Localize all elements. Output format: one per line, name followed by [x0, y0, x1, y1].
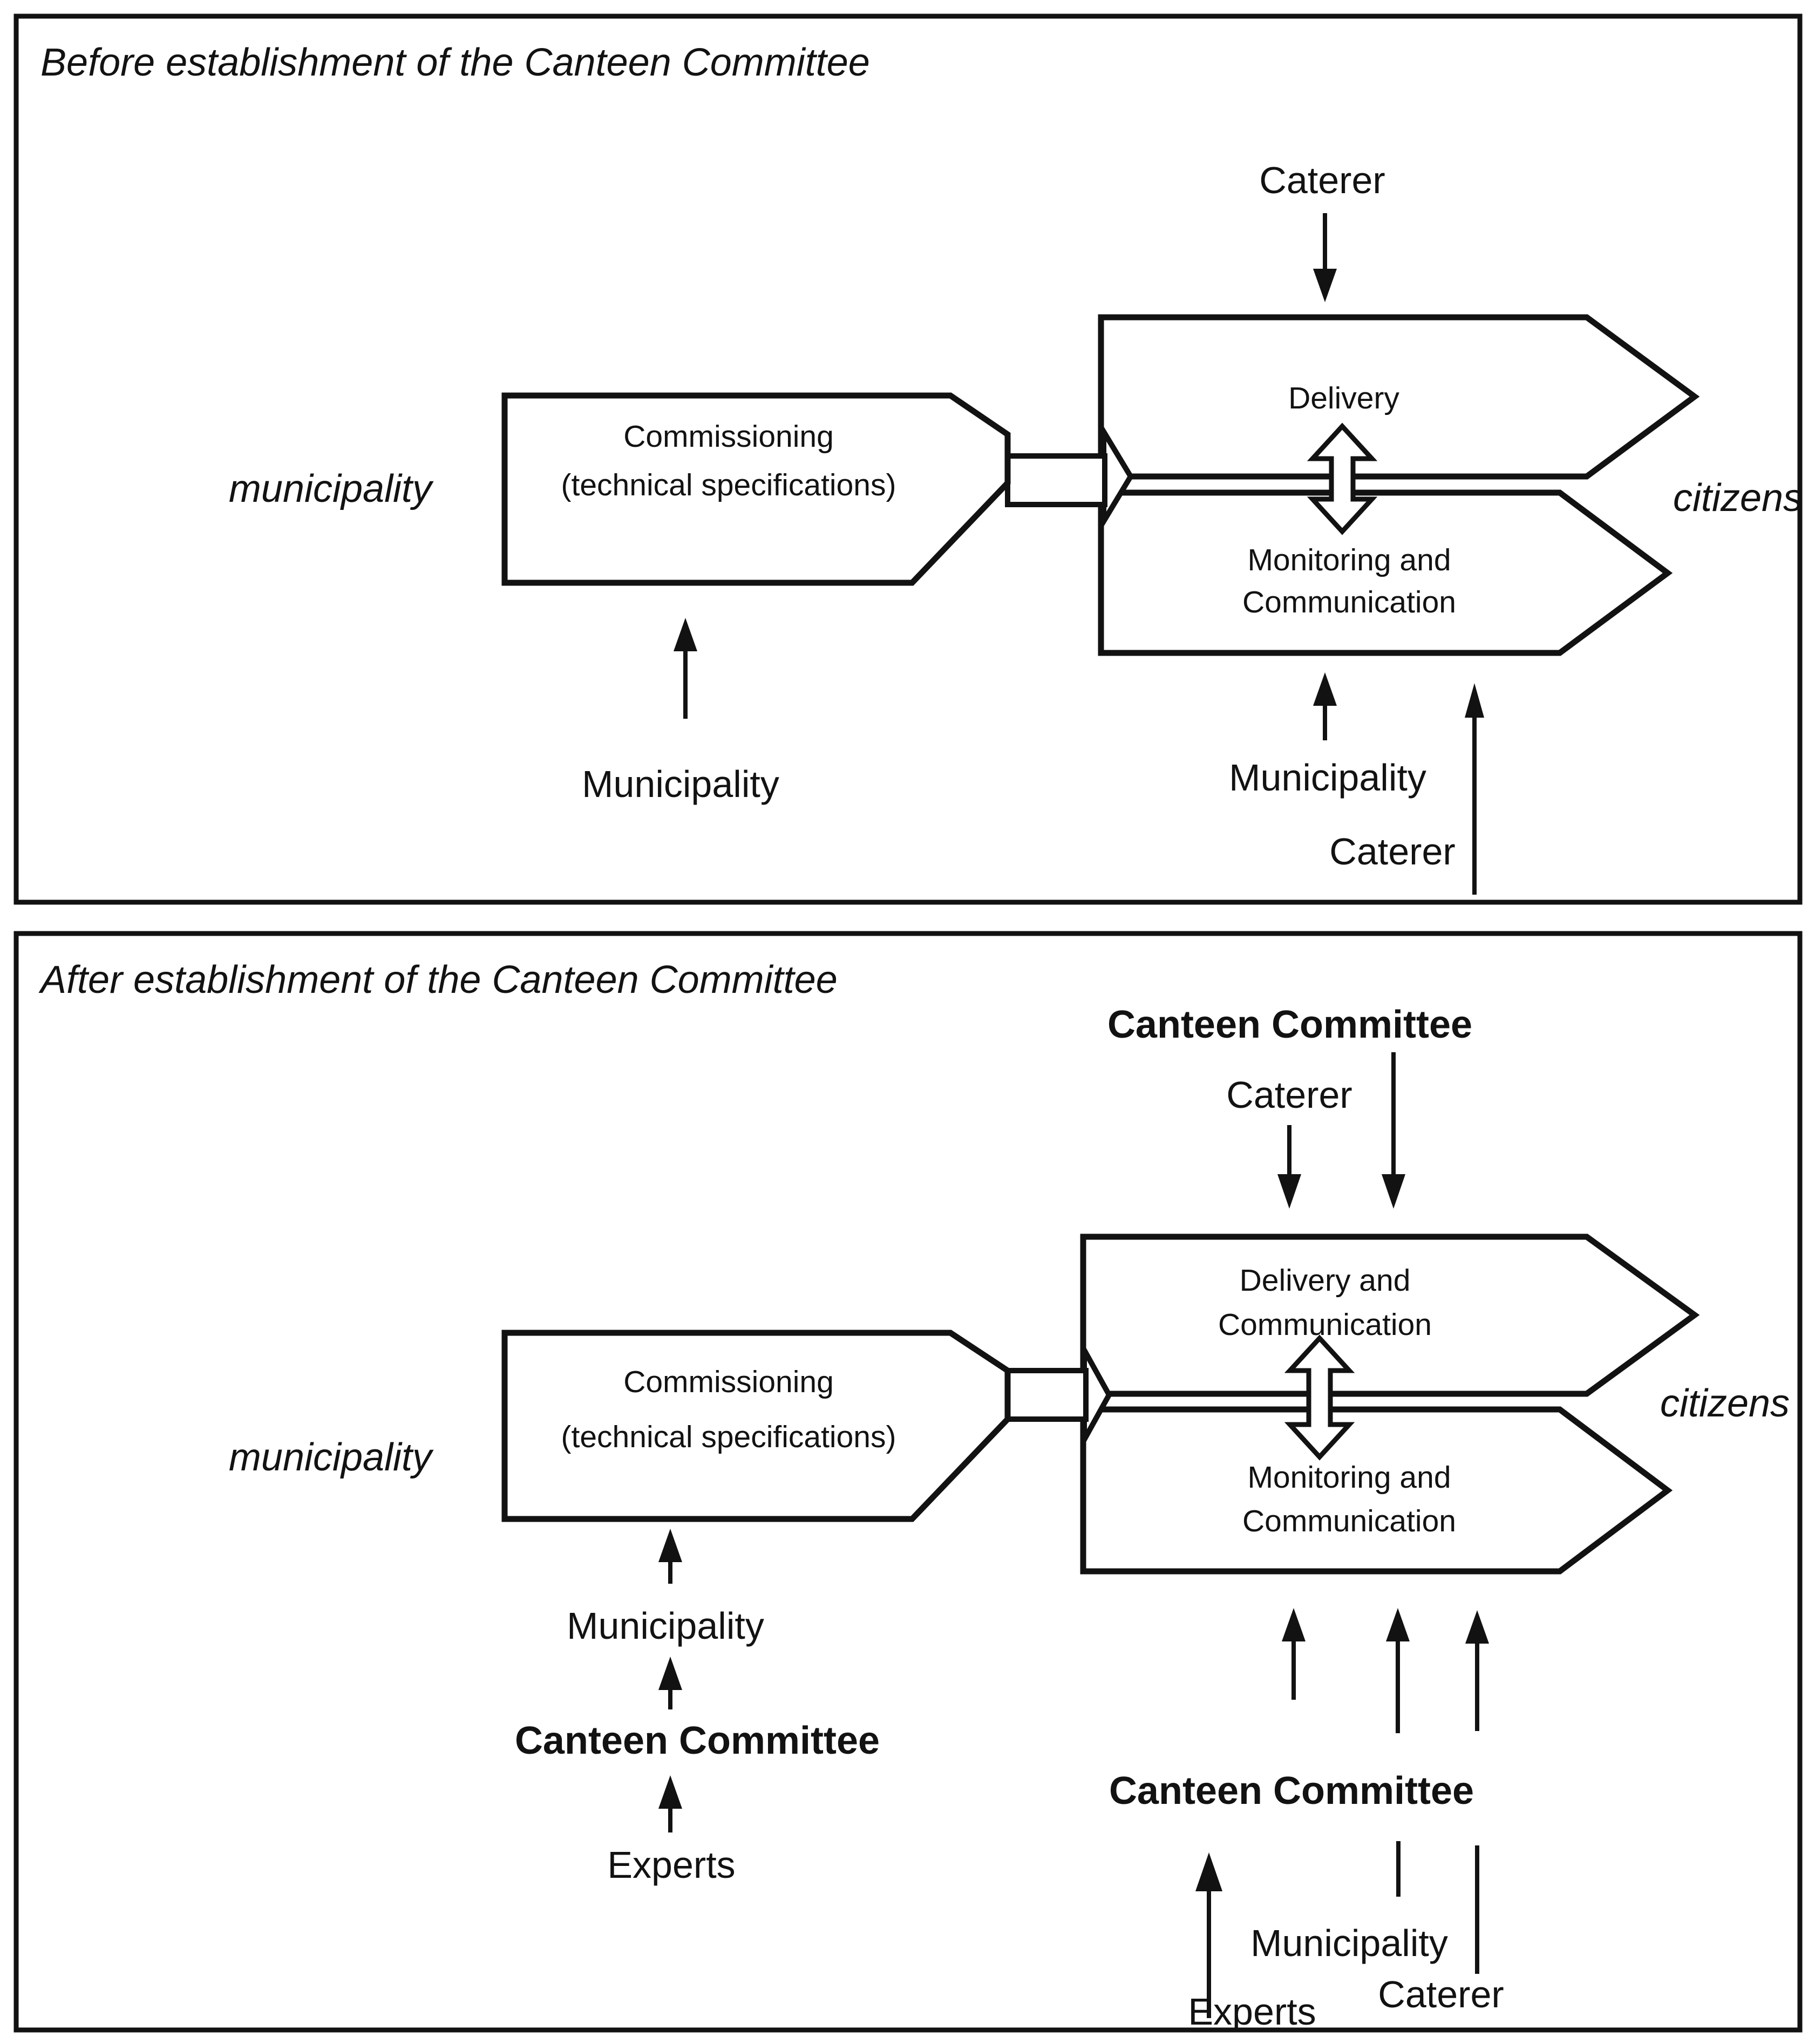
arrowhead-canteencommittee-to-monitoring-after [1282, 1608, 1306, 1641]
label-municipality-leftchain-after: Municipality [567, 1605, 764, 1647]
commissioning-text-line1-after: Commissioning [623, 1365, 834, 1399]
monitoring-chevron-after [1080, 1406, 1673, 1575]
label-municipality-under-commissioning-before: Municipality [582, 763, 779, 805]
label-canteencommittee-right-after: Canteen Committee [1109, 1769, 1474, 1813]
connector-shaft-after [1005, 1368, 1089, 1422]
actor-municipality-before: municipality [229, 467, 434, 510]
label-municipality-under-monitoring-before: Municipality [1229, 757, 1426, 799]
label-caterer-right-after: Caterer [1378, 1973, 1504, 2015]
label-caterer-top-before: Caterer [1259, 159, 1385, 201]
arrowhead-municipality-to-monitoring-after [1386, 1608, 1410, 1641]
arrowhead-caterer-to-delivery-after [1277, 1174, 1301, 1209]
arrowhead-municipality-to-monitoring-before [1313, 672, 1337, 706]
delivery-monitoring-doublearrow-icon-before [1307, 423, 1378, 535]
arrowhead-municipality-to-commissioning-after [658, 1529, 682, 1562]
label-caterer-under-monitoring-before: Caterer [1329, 830, 1455, 873]
delivery-text-before: Delivery [1288, 381, 1399, 415]
arrowhead-municipality-to-commissioning-before [674, 618, 697, 651]
panel-after-title: After establishment of the Canteen Commi… [38, 958, 838, 1001]
actor-municipality-after: municipality [229, 1436, 434, 1479]
label-caterer-top-after: Caterer [1226, 1074, 1352, 1116]
delivery-text-line1-after: Delivery and [1240, 1263, 1411, 1298]
panel-after: After establishment of the Canteen Commi… [13, 931, 1803, 2033]
commissioning-chevron-after [501, 1330, 1011, 1522]
monitoring-text-line2-before: Communication [1242, 585, 1456, 619]
panel-before-title: Before establishment of the Canteen Comm… [40, 41, 870, 84]
monitoring-chevron-before [1098, 489, 1673, 656]
connector-shaft-before [1005, 453, 1107, 507]
commissioning-text-line2-before: (technical specifications) [561, 468, 896, 502]
delivery-text-line2-after: Communication [1218, 1307, 1432, 1342]
commissioning-text-line2-after: (technical specifications) [561, 1420, 896, 1454]
panel-after-border [13, 931, 1803, 2033]
commissioning-chevron-before [501, 392, 1011, 586]
actor-citizens-before: citizens [1673, 476, 1803, 520]
panel-before: Before establishment of the Canteen Comm… [13, 13, 1803, 905]
arrowhead-caterer-to-monitoring-before [1465, 683, 1484, 718]
delivery-monitoring-doublearrow-icon-after [1284, 1334, 1355, 1461]
label-experts-leftchain-after: Experts [607, 1844, 735, 1886]
arrowhead-canteencommittee-to-delivery-after [1382, 1174, 1405, 1209]
panel-before-border [13, 13, 1803, 905]
monitoring-text-line1-after: Monitoring and [1247, 1460, 1451, 1495]
arrowhead-experts-to-canteencommittee-right-after [1195, 1852, 1222, 1891]
monitoring-text-line2-after: Communication [1242, 1504, 1456, 1538]
label-canteencommittee-leftchain-after: Canteen Committee [515, 1719, 880, 1762]
label-municipality-right-after: Municipality [1250, 1922, 1448, 1964]
arrowhead-caterer-to-delivery-before [1313, 269, 1337, 302]
arrowhead-canteencommittee-to-municipality-after [658, 1657, 682, 1690]
commissioning-text-line1-before: Commissioning [623, 419, 834, 454]
label-canteencommittee-top-after: Canteen Committee [1107, 1003, 1472, 1046]
label-experts-right-after: Experts [1188, 1991, 1316, 2033]
arrowhead-experts-to-canteencommittee-after [658, 1775, 682, 1809]
actor-citizens-after: citizens [1660, 1382, 1790, 1425]
monitoring-text-line1-before: Monitoring and [1247, 543, 1451, 577]
arrowhead-caterer-to-monitoring-after [1465, 1610, 1489, 1644]
